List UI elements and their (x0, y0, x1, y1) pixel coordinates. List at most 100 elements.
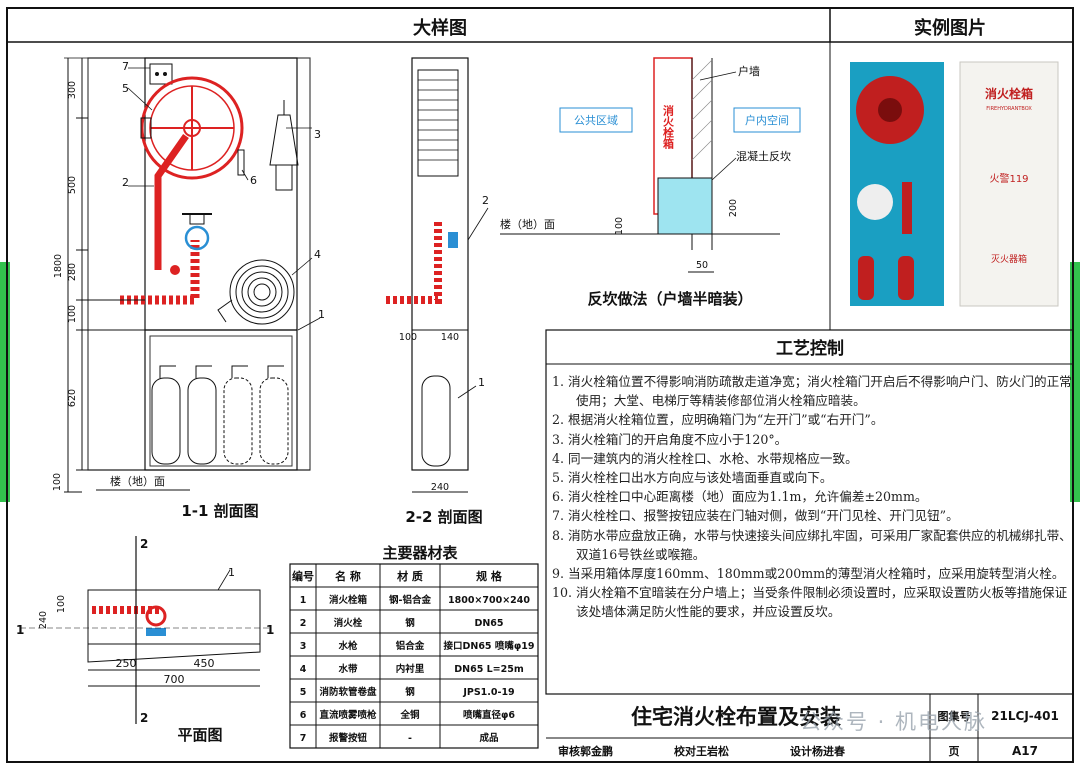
photo-hose-label: 火警119 (989, 172, 1028, 185)
photo-closed-cabinet (959, 61, 1059, 307)
floor-label-11: 楼（地）面 (110, 474, 165, 488)
table-cell: 接口DN65 喷嘴φ19 (443, 640, 534, 652)
water-gun-icon (269, 114, 299, 166)
curb-title: 反坎做法（户墙半暗装） (587, 290, 752, 308)
callout-7: 7 (122, 60, 129, 73)
note-item: 10. 消火栓箱不宜暗装在分户墙上；当受条件限制必须设置时，应采取设置防火板等措… (552, 585, 1068, 620)
callout-4: 4 (314, 248, 321, 261)
section-1-1-view: 300 500 280 100 620 100 1800 楼（地）面 1 2 3… (52, 57, 325, 520)
table-cell: 消火栓 (334, 617, 363, 629)
curb-detail-view: 消火栓箱 公共区域 户内空间 户墙 混凝土反坎 楼（地）面 100 200 50… (500, 57, 801, 308)
table-cell: 直流喷雾喷枪 (319, 709, 377, 721)
table-cell: DN65 L=25m (454, 664, 524, 675)
table-title: 主要器材表 (382, 544, 458, 562)
concrete-curb (657, 177, 713, 235)
note-item: 3. 消火栓箱门的开启角度不应小于120°。 (552, 431, 788, 447)
section-2-2-view: 100 140 240 2 1 2-2 剖面图 (385, 57, 489, 526)
extinguisher-icons (151, 365, 289, 465)
wall-label: 户墙 (738, 64, 760, 78)
alarm-button-icon (149, 63, 173, 85)
curb-dim-100: 100 (614, 217, 625, 235)
table-cell: 4 (300, 664, 307, 675)
table-header-cell: 编号 (292, 569, 314, 583)
page-number: A17 (1012, 744, 1038, 758)
callout-3: 3 (314, 128, 321, 141)
checker-name: 王岩松 (696, 744, 729, 758)
photo-box-sub: FIREHYDRANTBOX (986, 106, 1032, 112)
callout-5: 5 (122, 82, 129, 95)
plan-marker-1-right: 1 (266, 623, 274, 637)
right-green-bar (1070, 262, 1080, 502)
curb-dim-50: 50 (696, 260, 708, 271)
table-cell: 钢 (405, 617, 415, 629)
cabinet-lower (144, 329, 298, 471)
callout-1b: 1 (478, 376, 485, 389)
callout-1c: 1 (228, 566, 235, 579)
indoor-label: 户内空间 (745, 113, 789, 127)
table-cell: 喷嘴直径φ6 (463, 709, 515, 721)
plan-dim-700: 700 (164, 673, 185, 686)
dim-100a: 100 (67, 305, 78, 323)
dim-22-100: 100 (399, 332, 417, 343)
page-label: 页 (949, 745, 960, 758)
table-header-cell: 规 格 (476, 569, 503, 583)
dim-22-240: 240 (431, 482, 449, 493)
cabinet-upper (144, 57, 298, 331)
table-header-cell: 材 质 (397, 569, 423, 583)
photo-box-title: 消火栓箱 (985, 86, 1033, 101)
table-cell: 内衬里 (396, 663, 425, 675)
callout-2b: 2 (482, 194, 489, 207)
plan-dim-250: 250 (116, 657, 137, 670)
spray-gun-icon (237, 149, 245, 176)
table-cell: DN65 (474, 618, 503, 629)
table-cell: - (408, 733, 412, 744)
design-label: 设计 (790, 744, 812, 758)
plan-valve-icon (145, 605, 167, 627)
table-cell: 7 (300, 733, 307, 744)
note-item: 7. 消火栓栓口、报警按钮应装在门轴对侧，做到“开门见栓、开门见钮”。 (552, 508, 959, 524)
table-cell: 钢-铝合金 (389, 594, 431, 606)
note-item: 2. 根据消火栓箱位置，应明确箱门为“左开门”或“右开门”。 (552, 412, 884, 428)
section-11-title: 1-1 剖面图 (181, 502, 258, 520)
dim-300: 300 (67, 81, 78, 99)
check-label: 校对 (674, 744, 696, 758)
section-22-title: 2-2 剖面图 (405, 508, 482, 526)
table-cell: JPS1.0-19 (462, 687, 514, 698)
table-cell: 水带 (338, 663, 358, 675)
callout-1a: 1 (318, 308, 325, 321)
table-cell: 成品 (479, 732, 498, 744)
curb-floor-label: 楼（地）面 (500, 217, 555, 231)
table-cell: 3 (300, 641, 307, 652)
plan-title: 平面图 (177, 726, 222, 744)
dim-1800: 1800 (53, 254, 64, 278)
fire-hose-icon (229, 259, 295, 325)
sheet-title: 住宅消火栓布置及安装 (631, 705, 841, 729)
table-cell: 铝合金 (396, 640, 425, 652)
table-cell: 报警按钮 (329, 732, 368, 744)
plan-dim-450: 450 (194, 657, 215, 670)
table-cell: 6 (300, 710, 307, 721)
plan-marker-2-top: 2 (140, 537, 148, 551)
valve-side-icon (448, 232, 458, 248)
plan-marker-1-left: 1 (16, 623, 24, 637)
title-block: 住宅消火栓布置及安装 图集号 21LCJ-401 审核 郭金鹏 校对 王岩松 设… (546, 693, 1073, 762)
table-cell: 1800×700×240 (448, 595, 530, 606)
note-item: 8. 消防水带应盘放正确，水带与快速接头间应绑扎牢固，可采用厂家配套供应的机械绑… (552, 527, 1072, 562)
table-cell: 2 (300, 618, 307, 629)
process-title: 工艺控制 (776, 338, 844, 359)
dim-22-140: 140 (441, 332, 459, 343)
table-cell: 全铜 (399, 709, 420, 721)
supply-pipe (154, 133, 189, 270)
review-label: 审核 (558, 744, 580, 758)
curb-box-label: 消火栓箱 (662, 104, 675, 150)
dim-500: 500 (67, 176, 78, 194)
hydrant-valve-icon (184, 225, 210, 251)
callout-6: 6 (250, 174, 257, 187)
note-item: 6. 消火栓栓口中心距离楼（地）面应为1.1m，允许偏差±20mm。 (552, 489, 928, 505)
indoor-box (733, 107, 801, 133)
note-item: 1. 消火栓箱位置不得影响消防疏散走道净宽；消火栓箱门开启后不得影响户门、防火门… (552, 374, 1072, 409)
table-cell: 水枪 (338, 640, 358, 652)
process-notes: 1. 消火栓箱位置不得影响消防疏散走道净宽；消火栓箱门开启后不得影响户门、防火门… (552, 372, 1072, 622)
